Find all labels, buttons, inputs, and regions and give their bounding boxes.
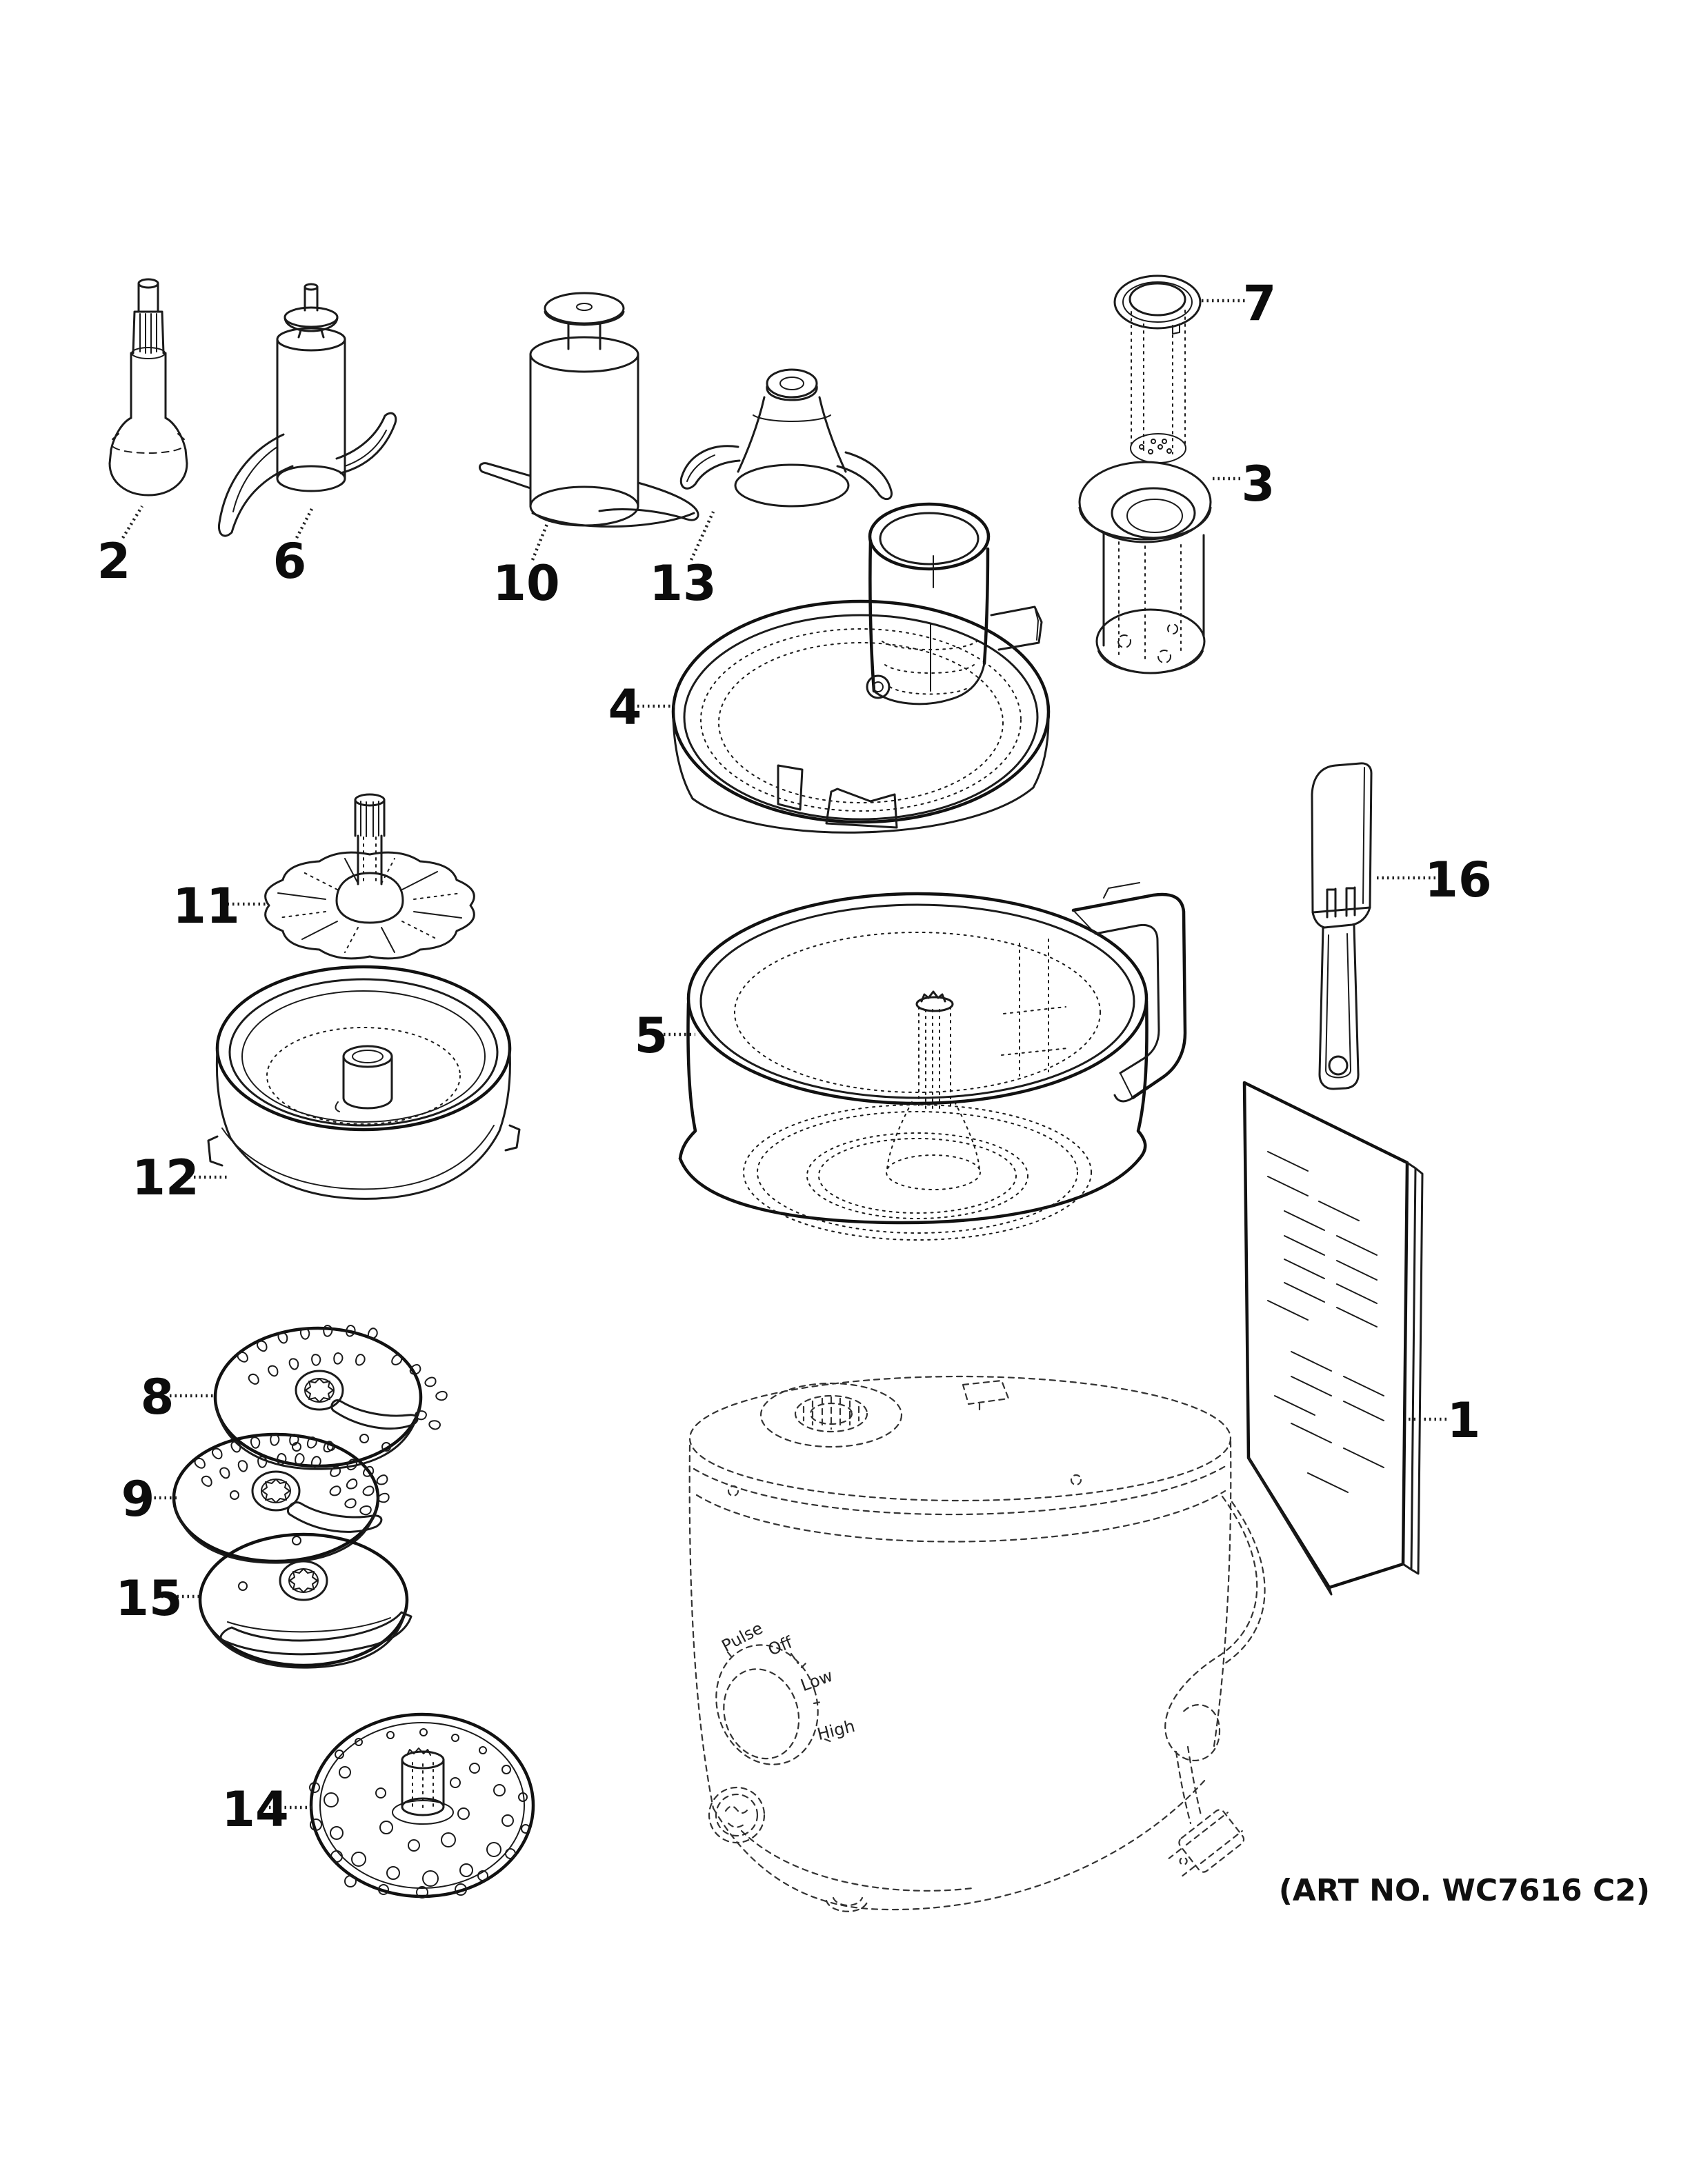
callout-14-label: 14 bbox=[221, 1781, 288, 1838]
callout-7-label: 7 bbox=[1243, 275, 1277, 332]
power-cord bbox=[1164, 1495, 1266, 1877]
part-15-slicing-disc bbox=[198, 1532, 412, 1669]
part-2-drive-shaft-adapter bbox=[108, 278, 188, 497]
callout-1-label: 1 bbox=[1447, 1392, 1481, 1449]
part-6-dough-blade bbox=[217, 283, 397, 537]
drive-hub bbox=[759, 1382, 903, 1448]
part-7-small-food-pusher bbox=[1113, 274, 1202, 463]
part-11-whisk-disc bbox=[264, 793, 475, 960]
part-14-grating-disc bbox=[309, 1712, 535, 1899]
callout-10-label: 10 bbox=[493, 555, 559, 612]
callout-15-label: 15 bbox=[115, 1570, 182, 1627]
callout-4-label: 4 bbox=[608, 679, 642, 736]
part-4-bowl-cover bbox=[671, 502, 1051, 834]
callout-10-leader bbox=[530, 517, 552, 561]
part-3-food-pusher bbox=[1078, 461, 1212, 674]
part-8-shredding-disc bbox=[213, 1323, 449, 1470]
callout-6-leader bbox=[295, 508, 313, 539]
callout-13-leader bbox=[689, 511, 715, 561]
callout-6-label: 6 bbox=[273, 533, 307, 590]
callout-5-label: 5 bbox=[635, 1008, 668, 1064]
callout-16-label: 16 bbox=[1424, 852, 1491, 908]
part-5-work-bowl bbox=[678, 882, 1187, 1241]
motor-base bbox=[688, 1375, 1266, 1912]
callout-9-label: 9 bbox=[121, 1471, 155, 1527]
callout-2-label: 2 bbox=[97, 533, 131, 590]
power-plug bbox=[1168, 1809, 1245, 1877]
manual-text-lines bbox=[1267, 1151, 1384, 1493]
callout-12-label: 12 bbox=[132, 1150, 199, 1206]
art-number: (ART NO. WC7616 C2) bbox=[1279, 1873, 1650, 1908]
part-13-chopping-blade bbox=[679, 368, 893, 508]
callout-8-label: 8 bbox=[141, 1369, 175, 1425]
knob-label-high: High bbox=[815, 1716, 857, 1745]
speed-knob bbox=[715, 1644, 833, 1765]
knob-label-low: Low bbox=[798, 1666, 835, 1695]
callout-13-label: 13 bbox=[649, 555, 716, 612]
part-12-cover-ring bbox=[207, 965, 521, 1200]
part-9-shredding-disc bbox=[172, 1432, 391, 1564]
callout-2-leader bbox=[121, 505, 143, 539]
ge-monogram bbox=[708, 1786, 766, 1844]
part-10-metal-blade bbox=[479, 292, 699, 528]
callout-3-label: 3 bbox=[1242, 456, 1275, 512]
part-16-spatula bbox=[1311, 762, 1373, 1090]
callout-11-label: 11 bbox=[172, 878, 239, 934]
part-1-owners-manual bbox=[1242, 1081, 1424, 1596]
